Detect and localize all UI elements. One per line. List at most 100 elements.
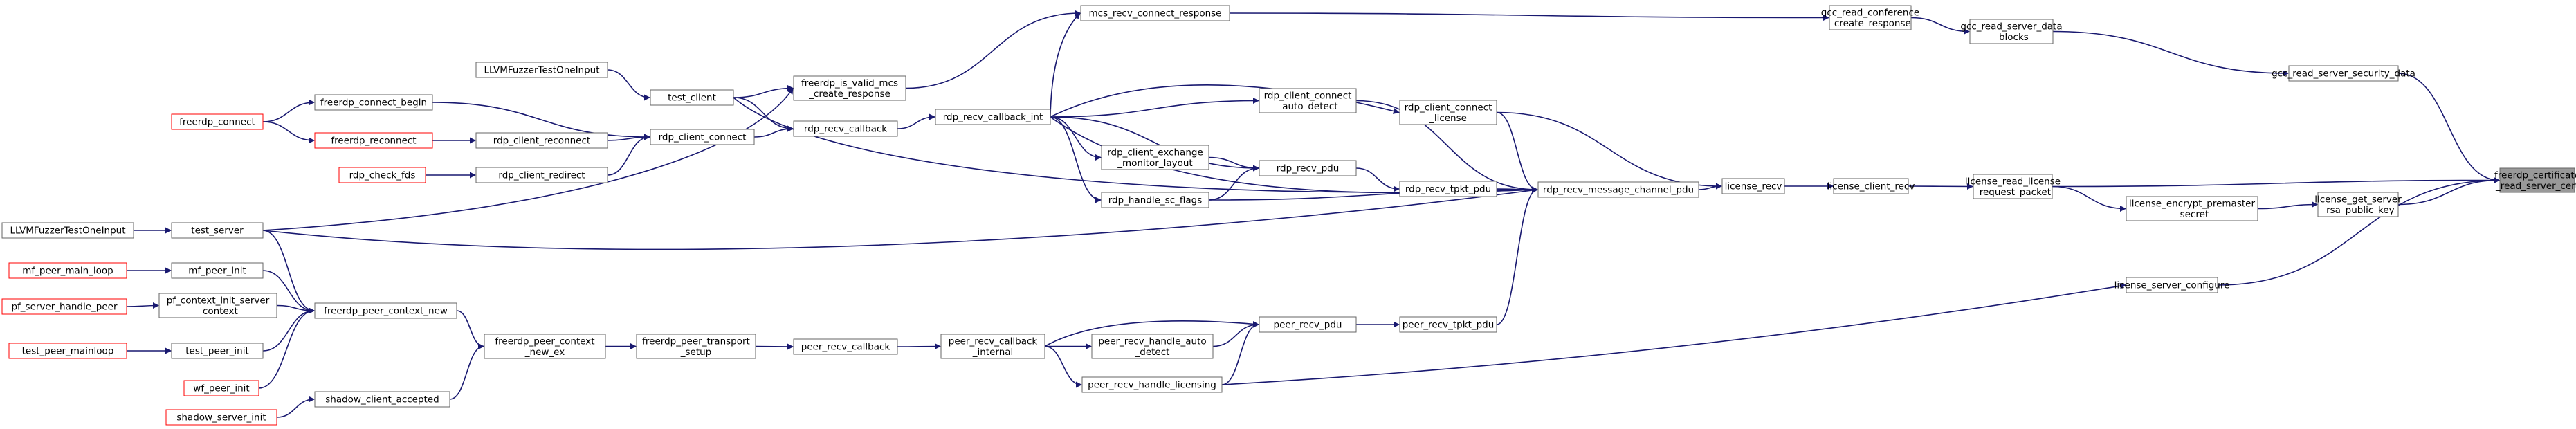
node-rdp-recv-callback[interactable]: rdp_recv_callback bbox=[793, 120, 898, 137]
node-box bbox=[1399, 316, 1497, 333]
node-label: rdp_client_reconnect bbox=[493, 136, 590, 147]
node-mcs-recv-connect-response[interactable]: mcs_recv_connect_response bbox=[1080, 5, 1230, 21]
node-rdp-recv-callback-int[interactable]: rdp_recv_callback_int bbox=[935, 109, 1051, 125]
node-test-peer-init[interactable]: test_peer_init bbox=[171, 343, 264, 359]
node-label: _new_ex bbox=[524, 347, 565, 358]
node-label: wf_peer_init bbox=[193, 383, 249, 394]
node-label: shadow_server_init bbox=[176, 412, 266, 423]
node-rdp-recv-message-channel-pdu[interactable]: rdp_recv_message_channel_pdu bbox=[1537, 181, 1699, 198]
call-edge bbox=[262, 230, 315, 314]
node-freerdp-peer-context-new-ex[interactable]: freerdp_peer_context_new_ex bbox=[484, 334, 606, 359]
node-pf-context-init-server-context[interactable]: pf_context_init_server_context bbox=[158, 293, 277, 318]
node-label: _blocks bbox=[1993, 32, 2029, 43]
node-freerdp-certificate-read-server-cert[interactable]: freerdp_certificate_read_server_cert bbox=[2494, 167, 2576, 193]
node-rdp-client-connect-license[interactable]: rdp_client_connect_license bbox=[1399, 100, 1497, 125]
node-freerdp-connect[interactable]: freerdp_connect bbox=[171, 113, 264, 130]
node-freerdp-reconnect[interactable]: freerdp_reconnect bbox=[314, 132, 433, 149]
node-label: mf_peer_main_loop bbox=[22, 266, 113, 277]
node-rdp-client-connect-auto-detect[interactable]: rdp_client_connect_auto_detect bbox=[1259, 88, 1357, 113]
node-license-get-server-rsa-public-key[interactable]: license_get_server_rsa_public_key bbox=[2314, 192, 2402, 217]
node-license-recv[interactable]: license_recv bbox=[1721, 178, 1785, 194]
node-shadow-server-init[interactable]: shadow_server_init bbox=[165, 409, 277, 426]
node-rdp-client-exchange-monitor-layout[interactable]: rdp_client_exchange_monitor_layout bbox=[1101, 145, 1209, 170]
node-label: freerdp_reconnect bbox=[331, 136, 416, 147]
node-label: license_encrypt_premaster bbox=[2129, 198, 2255, 209]
node-license-server-configure[interactable]: license_server_configure bbox=[2114, 277, 2230, 293]
call-edge bbox=[1050, 116, 1259, 172]
node-rdp-recv-pdu[interactable]: rdp_recv_pdu bbox=[1259, 160, 1357, 176]
node-rdp-handle-sc-flags[interactable]: rdp_handle_sc_flags bbox=[1101, 192, 1209, 208]
node-test-server[interactable]: test_server bbox=[171, 222, 264, 239]
node-wf-peer-init[interactable]: wf_peer_init bbox=[183, 380, 259, 396]
node-label: freerdp_peer_context bbox=[495, 336, 594, 347]
call-edge bbox=[1044, 320, 1259, 347]
node-peer-recv-handle-auto-detect[interactable]: peer_recv_handle_auto_detect bbox=[1091, 334, 1214, 359]
node-label: license_client_recv bbox=[1827, 181, 1915, 192]
node-peer-recv-handle-licensing[interactable]: peer_recv_handle_licensing bbox=[1081, 376, 1223, 393]
node-box bbox=[475, 132, 608, 149]
node-rdp-recv-tpkt-pdu[interactable]: rdp_recv_tpkt_pdu bbox=[1399, 181, 1497, 197]
call-edge bbox=[262, 99, 315, 122]
node-label: freerdp_connect_begin bbox=[320, 98, 427, 109]
call-edge bbox=[1221, 282, 2126, 385]
node-box bbox=[484, 334, 606, 359]
call-edge bbox=[2052, 30, 2289, 77]
node-freerdp-peer-context-new[interactable]: freerdp_peer_context_new bbox=[314, 302, 457, 319]
node-box bbox=[314, 94, 433, 111]
node-rdp-client-connect[interactable]: rdp_client_connect bbox=[650, 129, 755, 145]
node-test-client[interactable]: test_client bbox=[650, 89, 734, 106]
node-box bbox=[338, 167, 426, 183]
node-box bbox=[171, 262, 264, 279]
node-box bbox=[1101, 145, 1209, 170]
node-gcc-read-server-security-data[interactable]: gcc_read_server_security_data bbox=[2272, 65, 2415, 82]
node-label: test_client bbox=[668, 93, 716, 104]
node-label: rdp_recv_callback bbox=[804, 124, 887, 135]
node-label: _auto_detect bbox=[1277, 101, 1337, 112]
node-peer-recv-callback-internal[interactable]: peer_recv_callback_internal bbox=[940, 334, 1045, 359]
node-freerdp-connect-begin[interactable]: freerdp_connect_begin bbox=[314, 94, 433, 111]
node-box bbox=[475, 62, 608, 78]
node-label: mf_peer_init bbox=[188, 266, 246, 277]
node-label: rdp_client_connect bbox=[659, 132, 747, 143]
node-label: pf_server_handle_peer bbox=[11, 302, 117, 313]
node-label: mcs_recv_connect_response bbox=[1089, 8, 1222, 19]
node-rdp-client-reconnect[interactable]: rdp_client_reconnect bbox=[475, 132, 608, 149]
node-gcc-read-server-data-blocks[interactable]: gcc_read_server_data_blocks bbox=[1960, 19, 2063, 44]
node-freerdp-peer-transport-setup[interactable]: freerdp_peer_transport_setup bbox=[636, 334, 756, 359]
node-rdp-check-fds[interactable]: rdp_check_fds bbox=[338, 167, 426, 183]
call-edge bbox=[607, 134, 650, 176]
call-edge bbox=[733, 85, 794, 98]
node-peer-recv-callback[interactable]: peer_recv_callback bbox=[793, 338, 898, 355]
call-edge bbox=[1910, 17, 1970, 35]
node-box bbox=[2317, 192, 2399, 217]
node-mf-peer-main-loop[interactable]: mf_peer_main_loop bbox=[8, 262, 127, 279]
node-LLVMFuzzerTestOneInput-client[interactable]: LLVMFuzzerTestOneInput bbox=[475, 62, 608, 78]
node-LLVMFuzzerTestOneInput-server[interactable]: LLVMFuzzerTestOneInput bbox=[1, 222, 134, 239]
node-gcc-read-conference-create-response[interactable]: gcc_read_conference_create_response bbox=[1821, 5, 1919, 30]
node-label: LLVMFuzzerTestOneInput bbox=[10, 226, 125, 237]
call-edge bbox=[897, 113, 935, 129]
node-pf-server-handle-peer[interactable]: pf_server_handle_peer bbox=[1, 298, 127, 315]
node-label: _detect bbox=[1135, 347, 1170, 358]
node-shadow-client-accepted[interactable]: shadow_client_accepted bbox=[314, 391, 450, 408]
node-label: _request_packet bbox=[1974, 187, 2051, 198]
node-label: rdp_recv_message_channel_pdu bbox=[1543, 185, 1694, 196]
node-license-read-license-request-packet[interactable]: license_read_license_request_packet bbox=[1965, 174, 2061, 199]
node-label: freerdp_is_valid_mcs bbox=[801, 77, 898, 89]
node-test-peer-mainloop[interactable]: test_peer_mainloop bbox=[8, 343, 127, 359]
node-mf-peer-init[interactable]: mf_peer_init bbox=[171, 262, 264, 279]
node-label: _monitor_layout bbox=[1117, 158, 1192, 169]
node-license-client-recv[interactable]: license_client_recv bbox=[1827, 178, 1915, 194]
node-license-encrypt-premaster-secret[interactable]: license_encrypt_premaster_secret bbox=[2126, 196, 2258, 221]
node-rdp-client-redirect[interactable]: rdp_client_redirect bbox=[475, 167, 608, 183]
call-edge bbox=[607, 69, 650, 101]
node-peer-recv-tpkt-pdu[interactable]: peer_recv_tpkt_pdu bbox=[1399, 316, 1497, 333]
node-box bbox=[8, 343, 127, 359]
node-label: _read_server_cert bbox=[2495, 181, 2576, 192]
node-peer-recv-pdu[interactable]: peer_recv_pdu bbox=[1259, 316, 1357, 333]
node-label: rdp_client_connect bbox=[1264, 90, 1352, 101]
node-freerdp-is-valid-mcs-create-response[interactable]: freerdp_is_valid_mcs_create_response bbox=[793, 75, 906, 101]
node-label: license_read_license bbox=[1965, 176, 2061, 187]
call-edge bbox=[1050, 116, 1102, 203]
node-box bbox=[1259, 88, 1357, 113]
